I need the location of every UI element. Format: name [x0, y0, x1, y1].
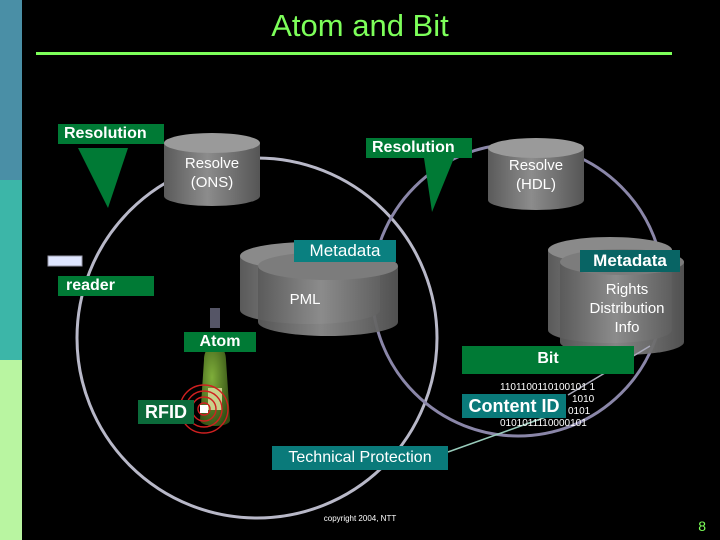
binary-line-3: 0101 [568, 406, 591, 417]
reader-device-icon [47, 255, 83, 267]
sidebar-band-bottom [0, 360, 22, 540]
bit-label: Bit [462, 346, 634, 374]
title-underline [36, 52, 672, 55]
content-id-label: Content ID [462, 394, 566, 418]
metadata-left-label: Metadata [294, 240, 396, 262]
binary-line-2: 1010 [572, 394, 595, 405]
rfid-label: RFID [138, 400, 194, 424]
rights-line2: Distribution [589, 300, 665, 317]
resolution-center-label: Resolution [366, 138, 472, 158]
rights-line1: Rights [605, 281, 649, 298]
binary-line-4: 0101011110000101 [500, 418, 587, 429]
metadata-right-label: Metadata [580, 250, 680, 272]
resolve-ons-line1: Resolve [184, 155, 240, 172]
binary-line-1: 1101100110100101 1 [500, 382, 596, 393]
atom-label: Atom [184, 332, 256, 352]
resolve-hdl-label: Resolve (HDL) [488, 156, 584, 194]
resolve-ons-cylinder [164, 133, 260, 206]
resolution-left-label: Resolution [58, 124, 164, 144]
resolve-hdl-line2: (HDL) [516, 176, 556, 193]
page-number: 8 [698, 518, 706, 534]
rights-distribution-label: Rights Distribution Info [582, 280, 672, 337]
resolution-center-pointer [424, 158, 454, 212]
pml-label: PML [289, 291, 321, 308]
protection-link-line [447, 411, 561, 453]
slide-title: Atom and Bit [271, 8, 449, 43]
resolve-hdl-line1: Resolve [508, 157, 564, 174]
resolve-ons-label: Resolve (ONS) [164, 154, 260, 192]
reader-label: reader [58, 276, 154, 296]
resolve-hdl-cylinder [488, 138, 584, 210]
technical-protection-label: Technical Protection [272, 446, 448, 470]
resolution-left-pointer [78, 148, 128, 208]
sidebar-band-top [0, 0, 22, 180]
rfid-chip-icon [200, 405, 208, 413]
sidebar-band-middle [0, 180, 22, 360]
copyright-text: copyright 2004, NTT [323, 514, 397, 523]
resolve-ons-line2: (ONS) [190, 174, 234, 191]
rights-line3: Info [614, 319, 640, 336]
